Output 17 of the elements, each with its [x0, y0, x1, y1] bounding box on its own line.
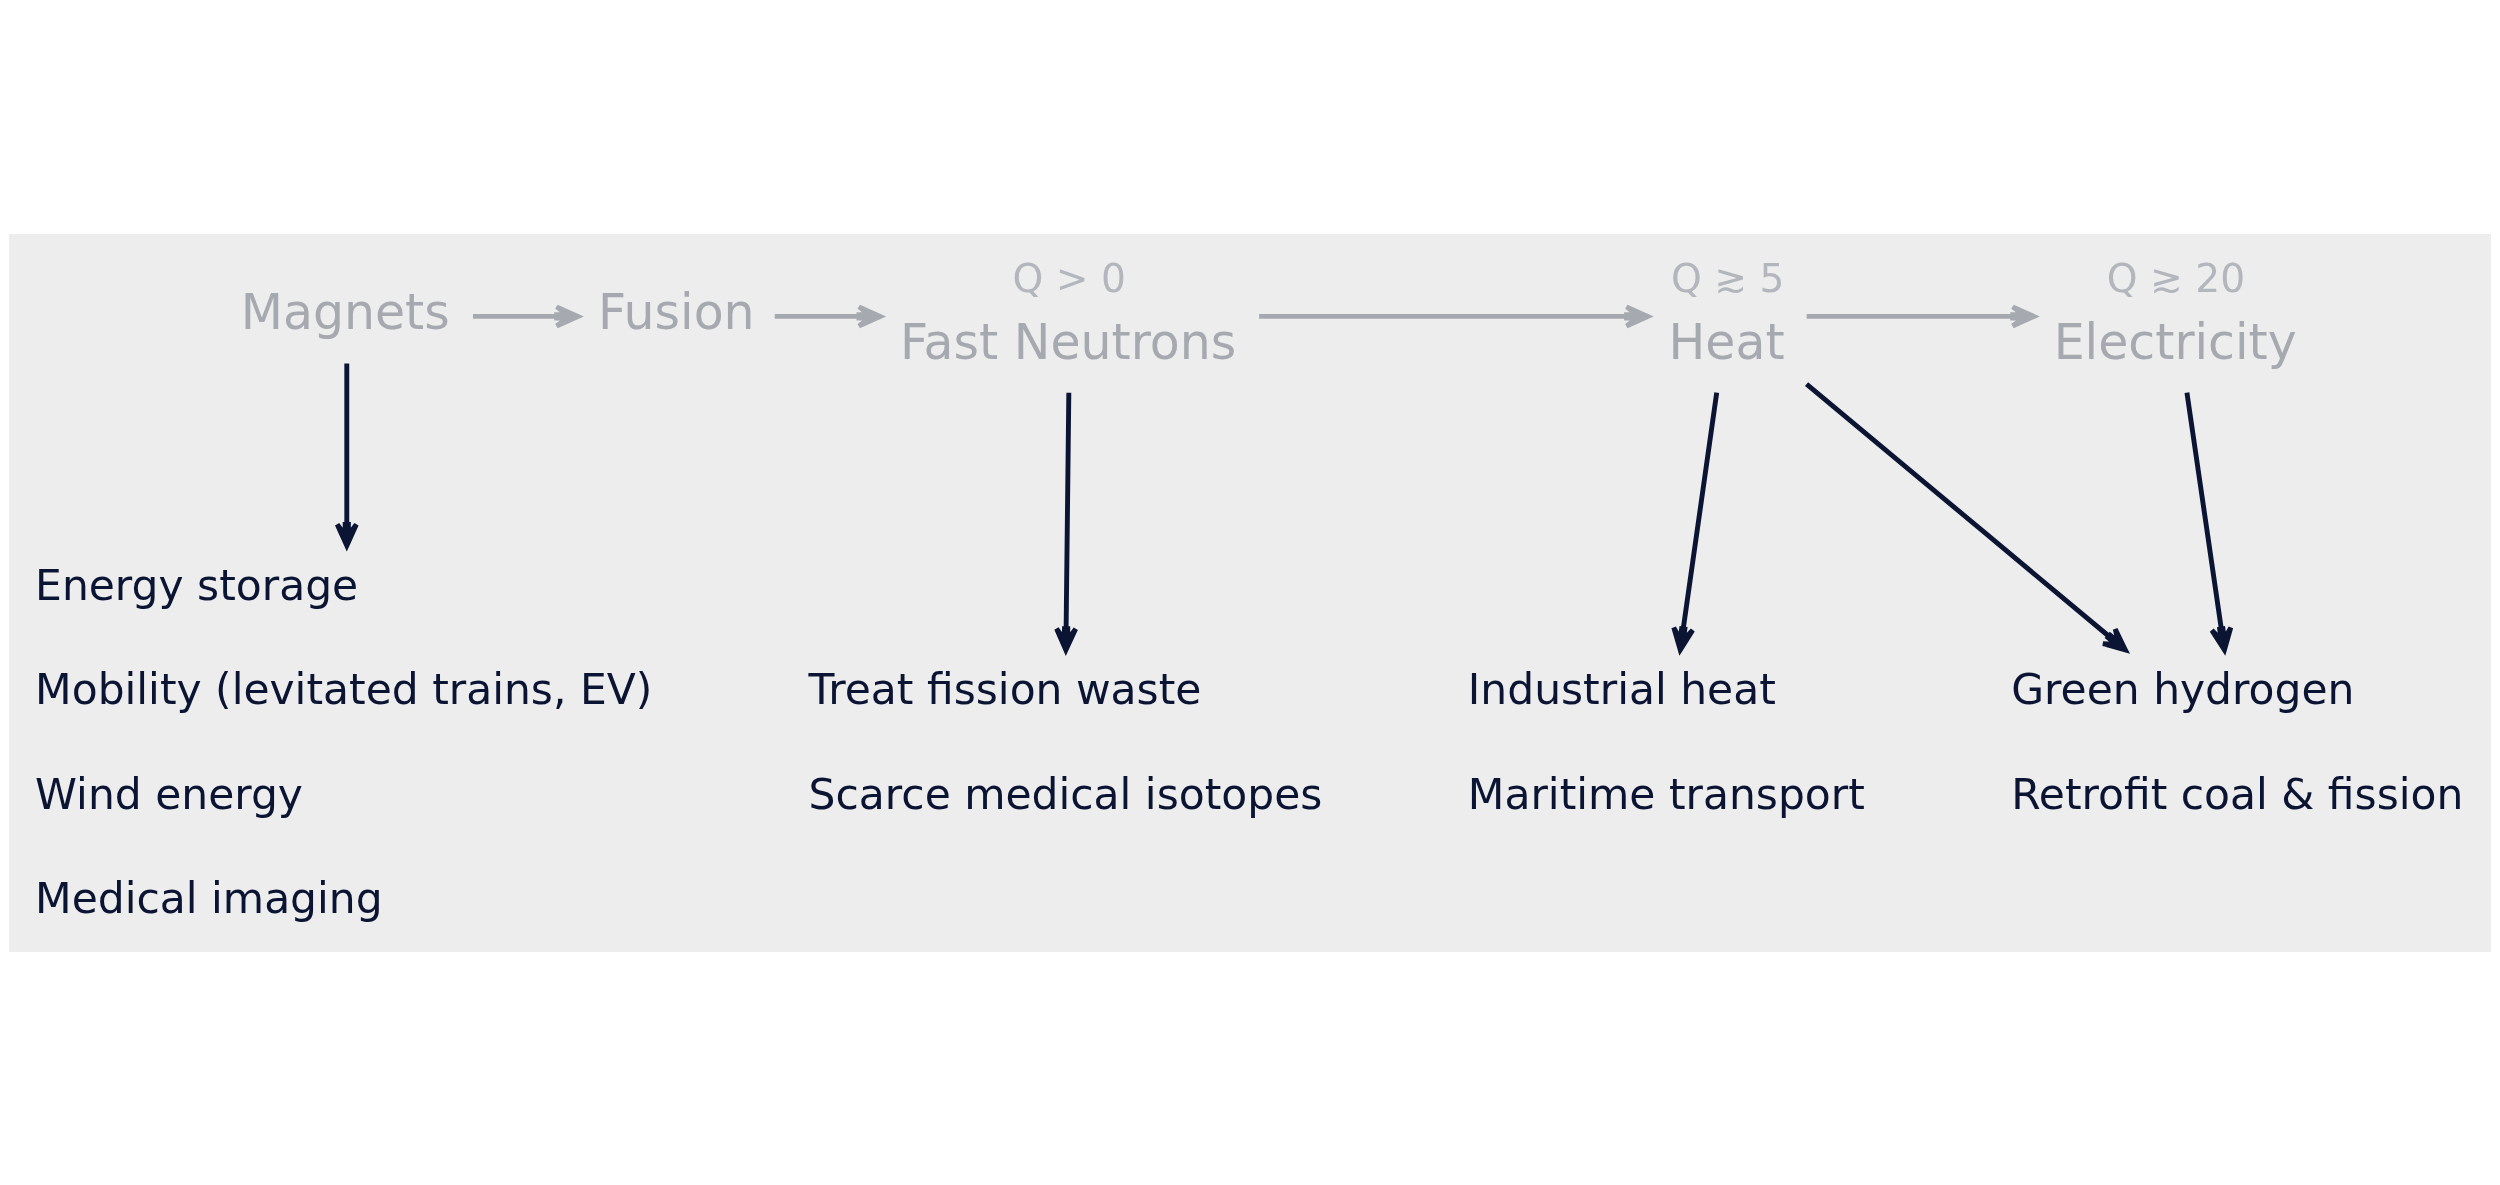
node-text: Magnets	[240, 283, 450, 341]
node-text: Industrial heat Maritime transport	[1467, 664, 1865, 819]
node-text: Fast Neutrons	[899, 313, 1237, 371]
arrow	[1259, 303, 1651, 328]
node-text: Electricity	[2053, 313, 2297, 371]
arrow	[774, 303, 883, 328]
node-label: Q ≳ 5	[1671, 255, 1785, 301]
arrow	[1806, 303, 2037, 328]
node-label: Q > 0	[1012, 255, 1127, 301]
node-text: Energy storage Mobility (levitated trains, EV) Wind energy Medical imaging	[35, 560, 653, 923]
node-text: Heat	[1668, 313, 1785, 371]
node-text: Fusion	[598, 283, 755, 341]
node-label: Q ≳ 20	[2106, 255, 2246, 301]
arrow	[473, 303, 581, 328]
arrow	[1805, 381, 2128, 652]
node-text: Green hydrogen Retrofit coal & fission	[2011, 664, 2464, 819]
node-text: Treat fission waste Scarce medical isotopes	[808, 664, 1323, 819]
